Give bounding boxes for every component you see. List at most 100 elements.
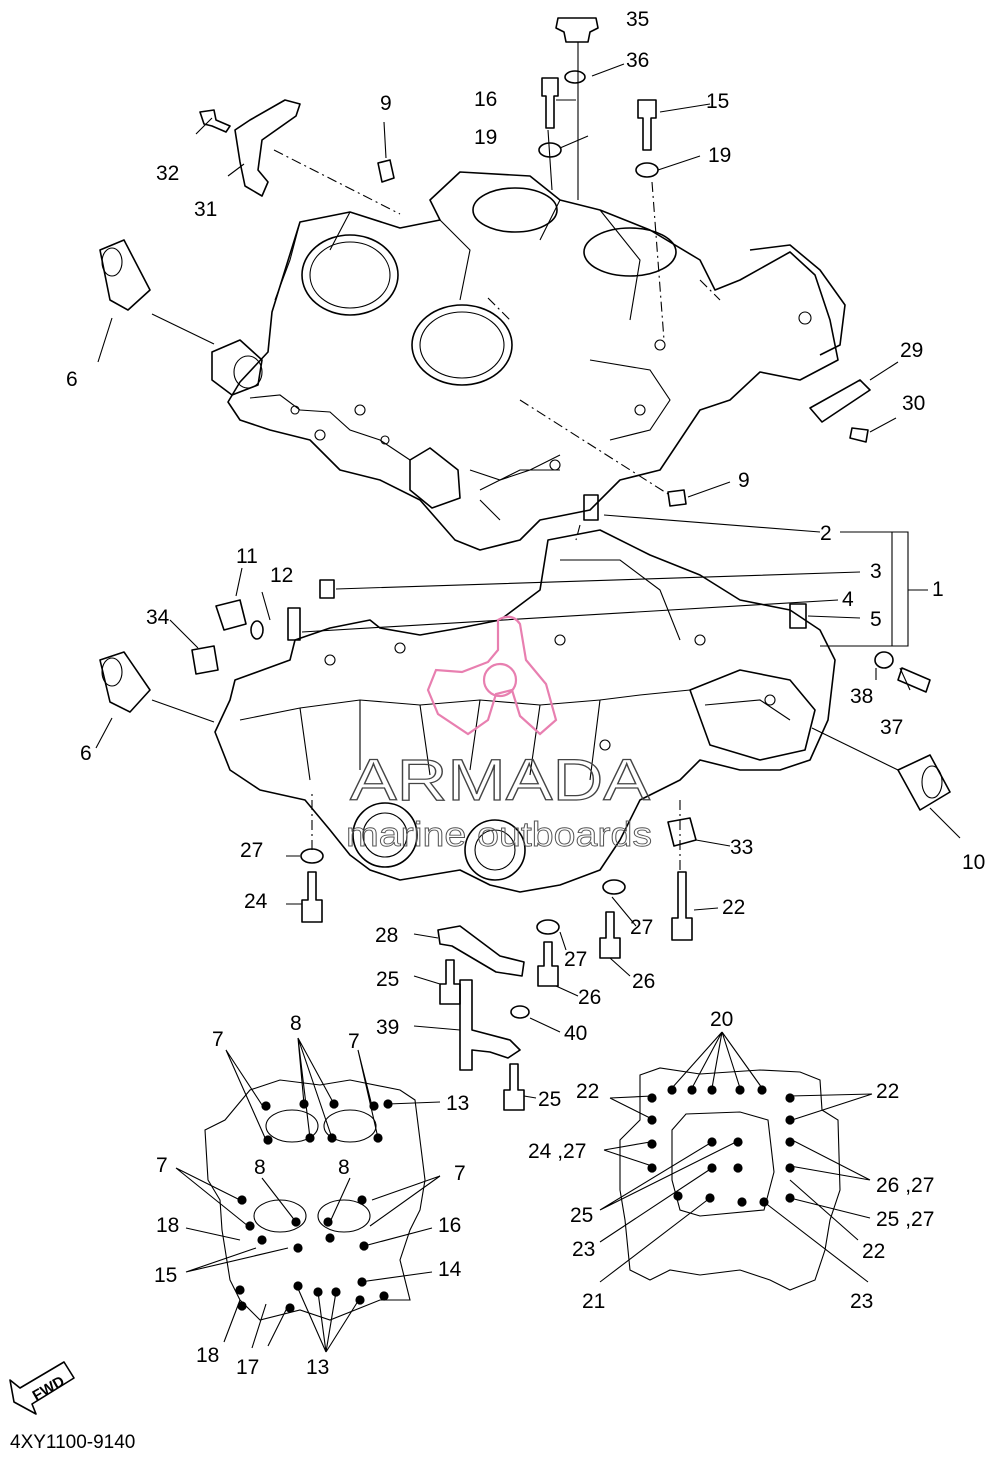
bracket xyxy=(437,925,525,977)
bolt xyxy=(541,77,559,129)
bolt-hole-marker xyxy=(293,1281,303,1291)
bolt-hole-marker xyxy=(707,1163,717,1173)
watermark-tagline: marine outboards xyxy=(346,816,652,854)
bearing-housing xyxy=(99,239,151,311)
callout-label: 21 xyxy=(582,1290,605,1313)
washer xyxy=(536,919,560,935)
bearing-housing xyxy=(99,651,151,713)
bolt-hole-marker xyxy=(357,1277,367,1287)
plate xyxy=(234,99,301,197)
callout-label: 31 xyxy=(194,198,217,221)
callout-label: 4 xyxy=(842,588,854,611)
callout-label: 7 xyxy=(454,1162,466,1185)
bolt-hole-marker xyxy=(737,1197,747,1207)
bolt-hole-marker xyxy=(383,1099,393,1109)
callout-label: 14 xyxy=(438,1258,462,1281)
dowel-pin xyxy=(377,159,395,183)
callout-label: 8 xyxy=(338,1156,350,1179)
fwd-arrow: FWD xyxy=(9,1361,75,1415)
oil-nozzle xyxy=(583,494,599,521)
callout-label: 10 xyxy=(962,851,985,874)
callout-label: 27 xyxy=(564,948,587,971)
callout-label: 28 xyxy=(375,924,398,947)
callout-label: 7 xyxy=(348,1030,360,1053)
arrow-icon xyxy=(9,1361,75,1415)
callout-labels: 35 36 16 15 19 19 9 32 31 6 29 30 9 2 3 … xyxy=(66,8,985,1379)
cylinder-bore xyxy=(472,187,558,233)
cylinder-bore xyxy=(411,304,513,386)
callout-label: 19 xyxy=(474,126,497,149)
callout-label: 23 xyxy=(572,1238,595,1261)
o-ring xyxy=(250,620,264,640)
watermark-brand: ARMADA xyxy=(350,748,650,813)
callout-label: 26 ,27 xyxy=(876,1174,934,1197)
callout-label: 8 xyxy=(254,1156,266,1179)
anchor-logo xyxy=(426,615,558,736)
bolt-hole-marker xyxy=(299,1099,309,1109)
bolt-hole-marker xyxy=(785,1193,795,1203)
callout-label: 38 xyxy=(850,685,873,708)
bolt-hole-marker xyxy=(369,1101,379,1111)
crank-journal xyxy=(464,819,526,881)
bolt-hole-marker xyxy=(263,1135,273,1145)
callout-label: 16 xyxy=(438,1214,461,1237)
callout-label: 29 xyxy=(900,339,923,362)
upper-crankcase xyxy=(211,171,846,551)
callout-label: 36 xyxy=(626,49,649,72)
screw xyxy=(199,109,231,133)
plug xyxy=(667,489,687,507)
callout-label: 8 xyxy=(290,1012,302,1035)
bolt-hole-marker xyxy=(293,1243,303,1253)
callout-label: 6 xyxy=(80,742,92,765)
bolt-hole-marker xyxy=(687,1085,697,1095)
bolt-hole-marker xyxy=(733,1137,743,1147)
plug xyxy=(215,599,247,631)
diagram-code: 4XY1100-9140 xyxy=(10,1432,136,1453)
callout-label: 25 xyxy=(570,1204,593,1227)
bolt-hole-marker xyxy=(785,1093,795,1103)
callout-label: 9 xyxy=(738,469,750,492)
dowel-pin xyxy=(319,579,335,599)
bolt-hole-marker xyxy=(327,1133,337,1143)
callout-label: 22 xyxy=(722,896,745,919)
washer xyxy=(874,651,894,669)
bolt-hole-marker xyxy=(785,1115,795,1125)
bolt-hole-marker xyxy=(647,1115,657,1125)
screw xyxy=(849,427,869,443)
bolt-hole-marker xyxy=(329,1099,339,1109)
callout-label: 11 xyxy=(236,545,258,568)
callout-label: 22 xyxy=(576,1080,599,1103)
bolt-hole-marker xyxy=(261,1101,271,1111)
washer xyxy=(635,162,659,178)
callout-label: 13 xyxy=(306,1356,329,1379)
bolt xyxy=(537,941,559,987)
bolt-hole-marker xyxy=(305,1133,315,1143)
callout-label: 24 ,27 xyxy=(528,1140,586,1163)
dowel-pin xyxy=(789,603,807,629)
bolt-hole-marker xyxy=(355,1295,365,1305)
bolt-hole-marker xyxy=(735,1085,745,1095)
lower-crankcase xyxy=(214,529,836,893)
callout-label: 6 xyxy=(66,368,78,391)
bolt-hole-marker xyxy=(785,1163,795,1173)
callout-label: 22 xyxy=(876,1080,899,1103)
bolt-hole-marker xyxy=(759,1197,769,1207)
callout-label: 17 xyxy=(236,1356,259,1379)
bolt xyxy=(301,871,323,923)
bolt-hole-marker xyxy=(707,1137,717,1147)
callout-label: 26 xyxy=(578,986,601,1009)
callout-label: 32 xyxy=(156,162,179,185)
callout-label: 33 xyxy=(730,836,753,859)
callout-label: 18 xyxy=(196,1344,219,1367)
callout-label: 2 xyxy=(820,522,832,545)
callout-label: 27 xyxy=(240,839,263,862)
bolt-hole-marker xyxy=(757,1085,767,1095)
watermark: ARMADA marine outboards xyxy=(346,615,652,854)
bolt-hole-marker xyxy=(667,1085,677,1095)
callout-label: 18 xyxy=(156,1214,179,1237)
plate xyxy=(809,379,871,423)
bolt-pattern-lower xyxy=(619,1067,841,1291)
callout-label: 12 xyxy=(270,564,293,587)
